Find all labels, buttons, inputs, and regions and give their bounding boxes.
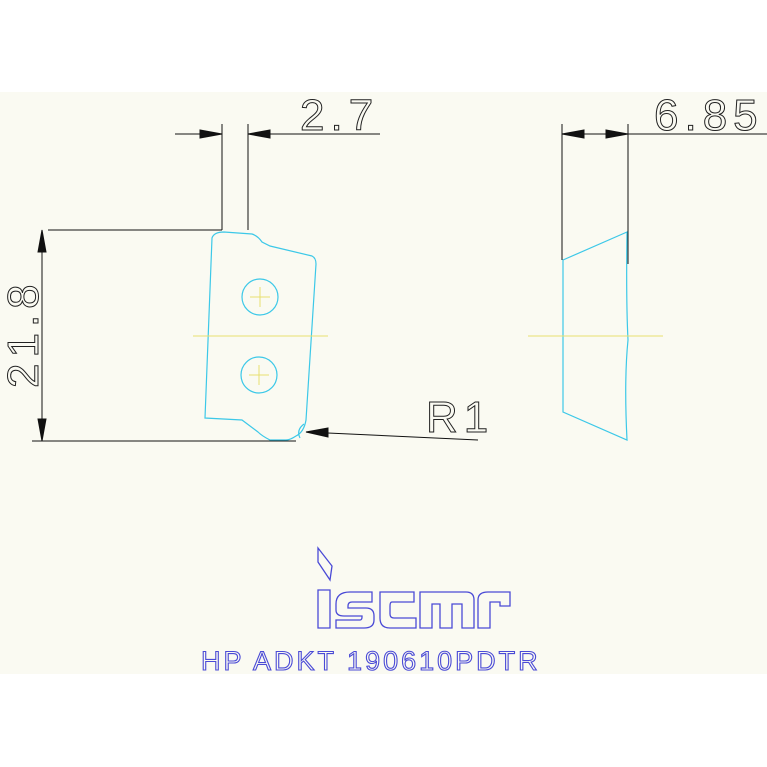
arrowhead-bottom (37, 418, 47, 442)
iscar-logo: iscar (317, 546, 511, 629)
radius-arrowhead (305, 427, 329, 438)
insert-front-view (193, 231, 328, 441)
arrowhead-left (199, 129, 223, 139)
arrowhead-side-left (561, 129, 585, 139)
hole-lower (240, 356, 278, 394)
radius-leader (305, 431, 479, 441)
dimension-2-7 (48, 124, 380, 231)
radius-callout (305, 427, 479, 441)
logo-diamond (317, 546, 333, 582)
corner-radius-arc (298, 423, 305, 439)
drawing-sheet (0, 92, 767, 674)
logo-s (335, 591, 375, 629)
radius-label: R1 (426, 393, 494, 442)
logo-a (419, 591, 475, 629)
dimension-label-21-8: 21.8 (0, 278, 48, 388)
arrowhead-side-right (605, 129, 629, 139)
dimension-label-6-85: 6.85 (654, 91, 764, 140)
insert-outline (204, 231, 317, 441)
arrowhead-right (247, 129, 271, 139)
logo-c (379, 591, 417, 629)
arrowhead-top (37, 229, 47, 253)
side-outline (562, 231, 629, 441)
dimension-21-8 (32, 229, 296, 442)
logo-i (317, 589, 331, 629)
dimension-6-85 (561, 124, 767, 264)
part-caption: HP ADKT 190610PDTR (201, 646, 541, 676)
logo-r (477, 591, 511, 629)
dimension-label-2-7: 2.7 (300, 91, 379, 140)
hole-upper (241, 278, 279, 316)
insert-side-view (528, 231, 663, 441)
